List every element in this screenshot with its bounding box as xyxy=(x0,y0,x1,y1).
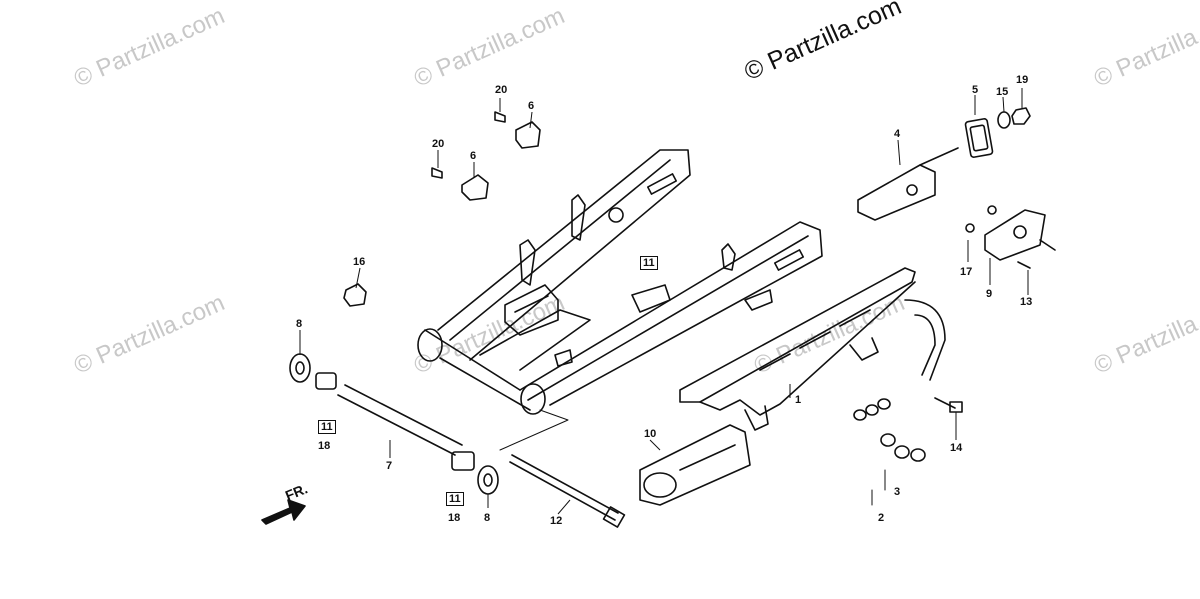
pivot-collar-drawing xyxy=(337,384,463,456)
chain-guard-drawing xyxy=(679,267,946,431)
callout-11: 11 xyxy=(640,256,658,270)
callout-1: 1 xyxy=(795,394,802,406)
bearing-drawing xyxy=(315,372,337,390)
callout-11: 11 xyxy=(318,420,336,434)
dust-seal-drawing xyxy=(289,353,311,383)
adjuster-plate-drawing xyxy=(964,118,994,158)
pivot-bolt-drawing xyxy=(509,454,619,521)
chain-puller-drawing xyxy=(984,209,1046,261)
callout-3: 3 xyxy=(894,486,901,498)
drive-chain-drawing xyxy=(853,398,926,506)
chain-slider-drawing xyxy=(639,424,751,506)
callout-12: 12 xyxy=(550,515,563,527)
callout-8: 8 xyxy=(296,318,303,330)
callout-20: 20 xyxy=(495,84,508,96)
callout-7: 7 xyxy=(386,460,393,472)
callout-6: 6 xyxy=(528,100,535,112)
callout-14: 14 xyxy=(950,442,963,454)
callout-19: 19 xyxy=(1016,74,1029,86)
callout-9: 9 xyxy=(986,288,993,300)
callout-6: 6 xyxy=(470,150,477,162)
callout-5: 5 xyxy=(972,84,979,96)
callout-10: 10 xyxy=(644,428,657,440)
callout-17: 17 xyxy=(960,266,973,278)
swingarm-drawing xyxy=(417,149,823,451)
callout-18: 18 xyxy=(448,512,461,524)
callout-20: 20 xyxy=(432,138,445,150)
callout-2: 2 xyxy=(878,512,885,524)
front-arrow-icon xyxy=(261,499,306,525)
callout-18: 18 xyxy=(318,440,331,452)
callout-13: 13 xyxy=(1020,296,1033,308)
axle-adjuster-drawing xyxy=(857,147,959,221)
callout-15: 15 xyxy=(996,86,1009,98)
callout-4: 4 xyxy=(894,128,901,140)
callout-16: 16 xyxy=(353,256,366,268)
callout-11: 11 xyxy=(446,492,464,506)
callout-8: 8 xyxy=(484,512,491,524)
